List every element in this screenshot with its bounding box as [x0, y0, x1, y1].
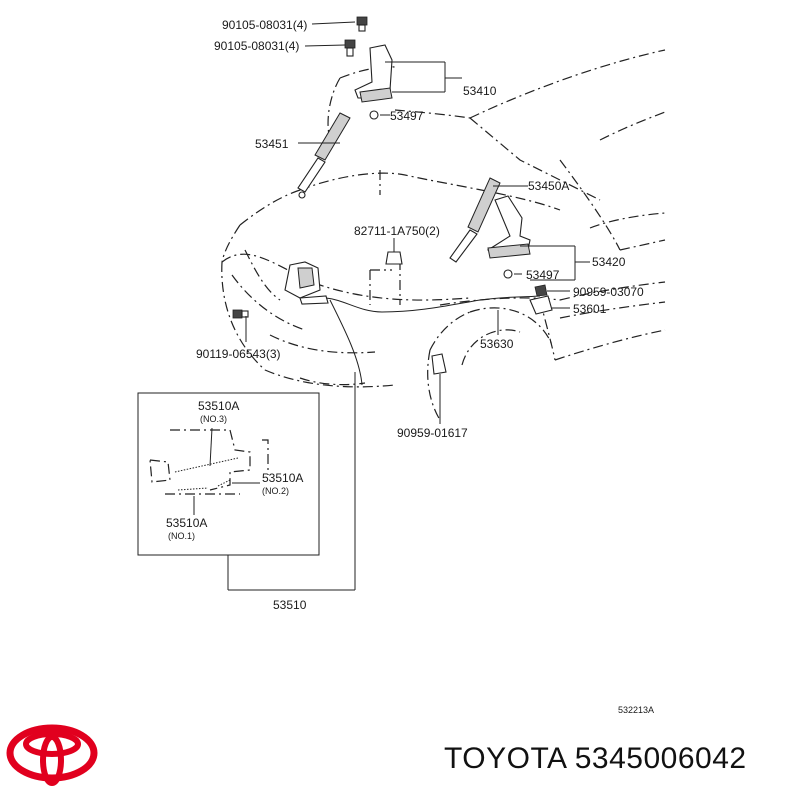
label-bushing-lh: 53497 [390, 109, 424, 123]
fender-clip-icon [431, 353, 447, 375]
hood-lock-icon [284, 261, 329, 305]
label-bushing-rh: 53497 [526, 268, 560, 282]
label-support-rh: 53450A [528, 179, 569, 193]
label-hinge-lh: 53410 [463, 84, 497, 98]
label-lock-assy: 53510 [273, 598, 307, 612]
hinge-lh-icon [354, 44, 393, 120]
rear-clip-icon [534, 284, 548, 297]
release-lever-icon [529, 295, 553, 315]
toyota-logo-icon [6, 724, 98, 786]
label-spring-no2: 53510A [262, 471, 303, 485]
label-clip-cable: 82711-1A750(2) [354, 224, 440, 238]
label-lever: 53601 [573, 302, 607, 316]
leader-lines [245, 21, 590, 424]
support-lh-icon [297, 112, 351, 199]
label-bolt-lower: 90105-08031(4) [214, 39, 299, 53]
lock-bolt-icon [232, 309, 249, 319]
car-body-outline [221, 49, 666, 421]
lock-inset-drawing [149, 427, 269, 515]
label-spring-no3: 53510A [198, 399, 239, 413]
label-support-lh: 53451 [255, 137, 289, 151]
label-cable: 53630 [480, 337, 514, 351]
label-spring-no3-sub: (NO.3) [200, 414, 227, 424]
cable-guide [329, 299, 363, 386]
support-rh-icon [449, 177, 501, 263]
bolt-upper-icon [356, 16, 368, 32]
label-spring-no1: 53510A [166, 516, 207, 530]
assy-bracket [227, 372, 356, 591]
cable-clip-icon [385, 251, 403, 265]
brand-part-number: TOYOTA 5345006042 [444, 742, 747, 775]
bolt-lower-icon [344, 39, 356, 57]
label-clip-fender: 90959-01617 [397, 426, 468, 440]
label-bolt-lock: 90119-06543(3) [196, 347, 281, 361]
label-hinge-rh: 53420 [592, 255, 626, 269]
diagram-ref-code: 532213A [618, 705, 654, 715]
release-cable [325, 295, 541, 313]
label-clip-rear: 90959-03070 [573, 285, 644, 299]
label-spring-no2-sub: (NO.2) [262, 486, 289, 496]
label-bolt-upper: 90105-08031(4) [222, 18, 307, 32]
label-spring-no1-sub: (NO.1) [168, 531, 195, 541]
hinge-rh-icon [486, 195, 531, 279]
